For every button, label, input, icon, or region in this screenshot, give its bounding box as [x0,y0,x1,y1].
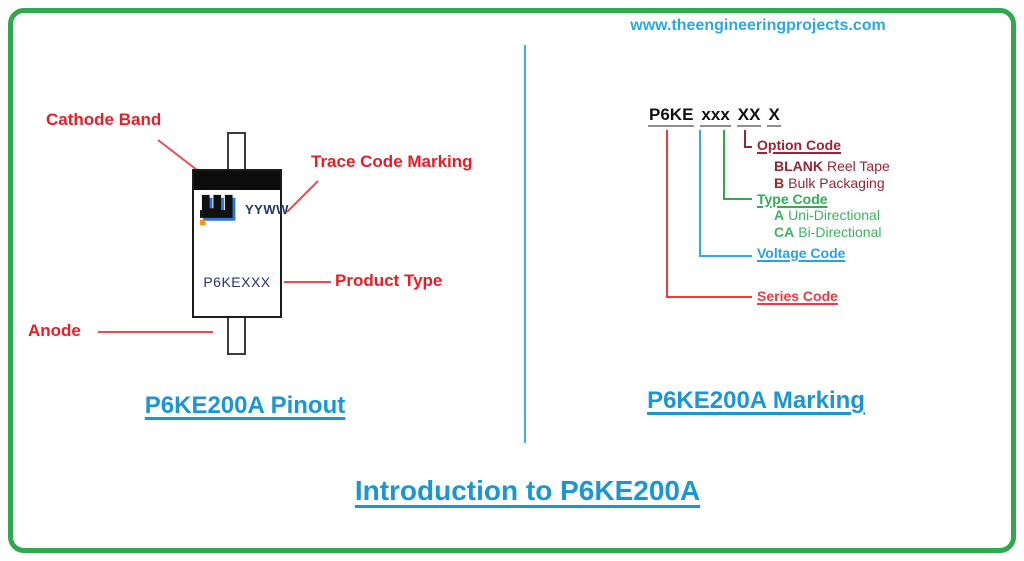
marking-code-row: P6KE xxx XX X [648,105,781,127]
vertical-divider [524,45,526,443]
type-a-code: A [774,207,785,223]
marking-section-title: P6KE200A Marking [647,387,865,414]
trace-code-text: YYWW [245,202,289,217]
code-part-voltage: xxx [700,105,731,127]
page-title: Introduction to P6KE200A [354,475,701,506]
pinout-section-title: P6KE200A Pinout [144,392,346,419]
option-blank-code: BLANK [774,158,823,174]
type-code-label: Type Code [757,191,828,207]
code-part-series: P6KE [648,105,695,127]
code-part-option: X [767,105,781,127]
type-ca-code: CA [774,224,795,240]
code-part-type: XX [736,105,762,127]
diode-body: YYWW P6KEXXX [192,169,288,318]
option-code-label: Option Code [757,137,841,153]
website-url: www.theengineeringprojects.com [630,17,886,34]
voltage-code-label: Voltage Code [757,245,846,261]
option-b-code: B [774,175,785,191]
callout-trace-code-marking: Trace Code Marking [311,152,473,171]
series-code-label: Series Code [757,288,838,304]
product-type-text: P6KEXXX [203,274,271,290]
type-ca-desc: Bi-Directional [798,224,882,240]
manufacturer-logo-icon [200,194,236,226]
callout-anode: Anode [28,321,81,340]
cathode-lead [227,132,246,171]
callout-cathode-band: Cathode Band [46,110,162,129]
cathode-band-stripe [194,171,280,190]
option-blank-desc: Reel Tape [827,158,890,174]
type-a-desc: Uni-Directional [788,207,880,223]
callout-product-type: Product Type [335,271,443,290]
option-b-desc: Bulk Packaging [788,175,885,191]
green-border-frame [8,8,1016,553]
anode-lead [227,317,246,355]
